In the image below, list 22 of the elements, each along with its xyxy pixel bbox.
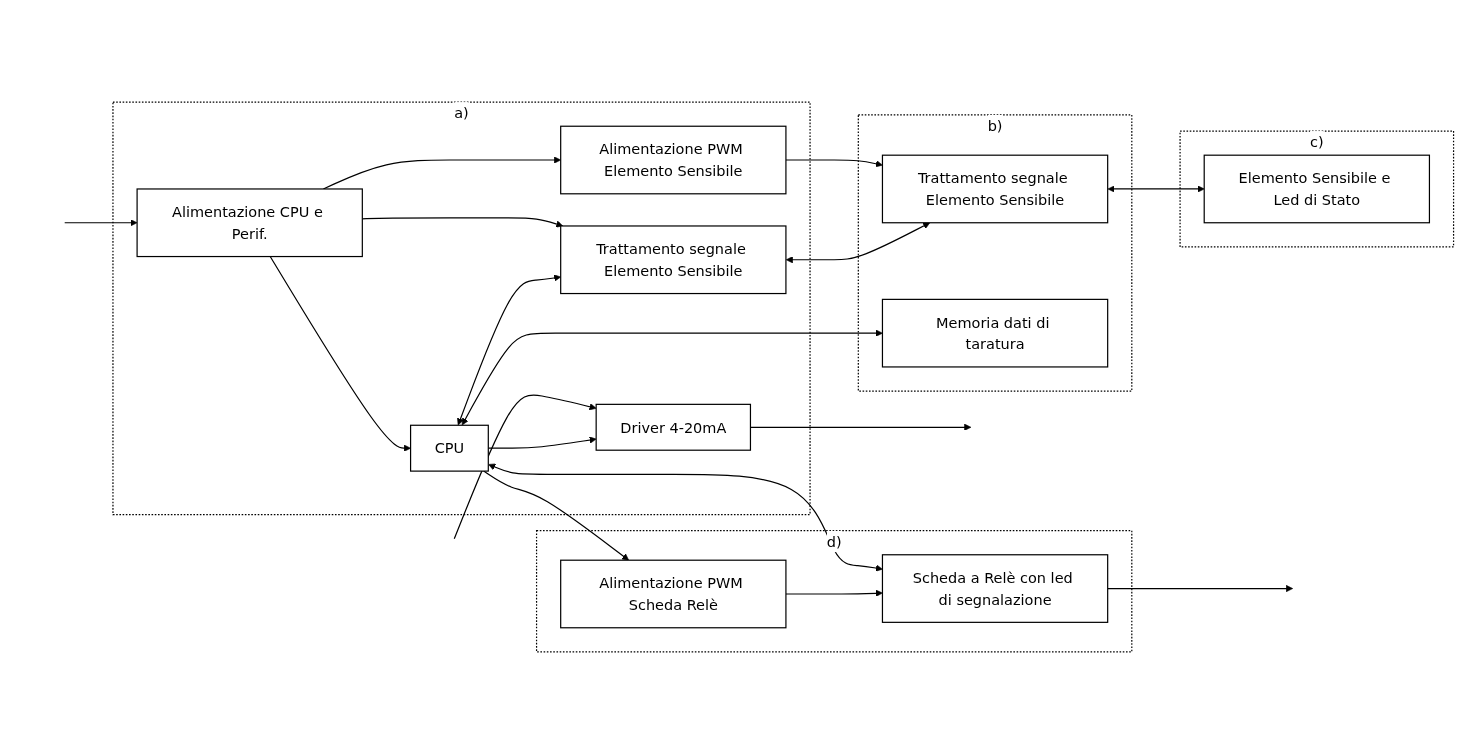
arrow (457, 274, 561, 426)
node-box: Alimentazione CPU e Perif. (136, 188, 363, 258)
arrow (785, 589, 883, 597)
node-box: Scheda a Relè con led di segnalazione (881, 554, 1109, 623)
arrow (64, 219, 138, 227)
node-box: Trattamento segnale Elemento Sensibile (881, 154, 1109, 224)
node-box: Driver 4-20mA (595, 403, 752, 451)
arrow (483, 470, 629, 561)
node-box: Trattamento segnale Elemento Sensibile (560, 225, 787, 295)
arrow (488, 463, 883, 572)
node-box: Memoria dati di taratura (881, 298, 1109, 368)
node-box: Alimentazione PWM Scheda Relè (560, 559, 787, 629)
node-box: Alimentazione PWM Elemento Sensibile (560, 125, 787, 195)
arrow (461, 329, 883, 426)
arrow (785, 222, 931, 264)
arrow (1107, 585, 1293, 593)
node-box: Elemento Sensibile e Led di Stato (1203, 154, 1431, 224)
arrow (785, 159, 883, 168)
arrow (269, 255, 411, 452)
arrow (453, 394, 597, 540)
arrow (1107, 185, 1205, 193)
node-box: CPU (410, 424, 489, 472)
